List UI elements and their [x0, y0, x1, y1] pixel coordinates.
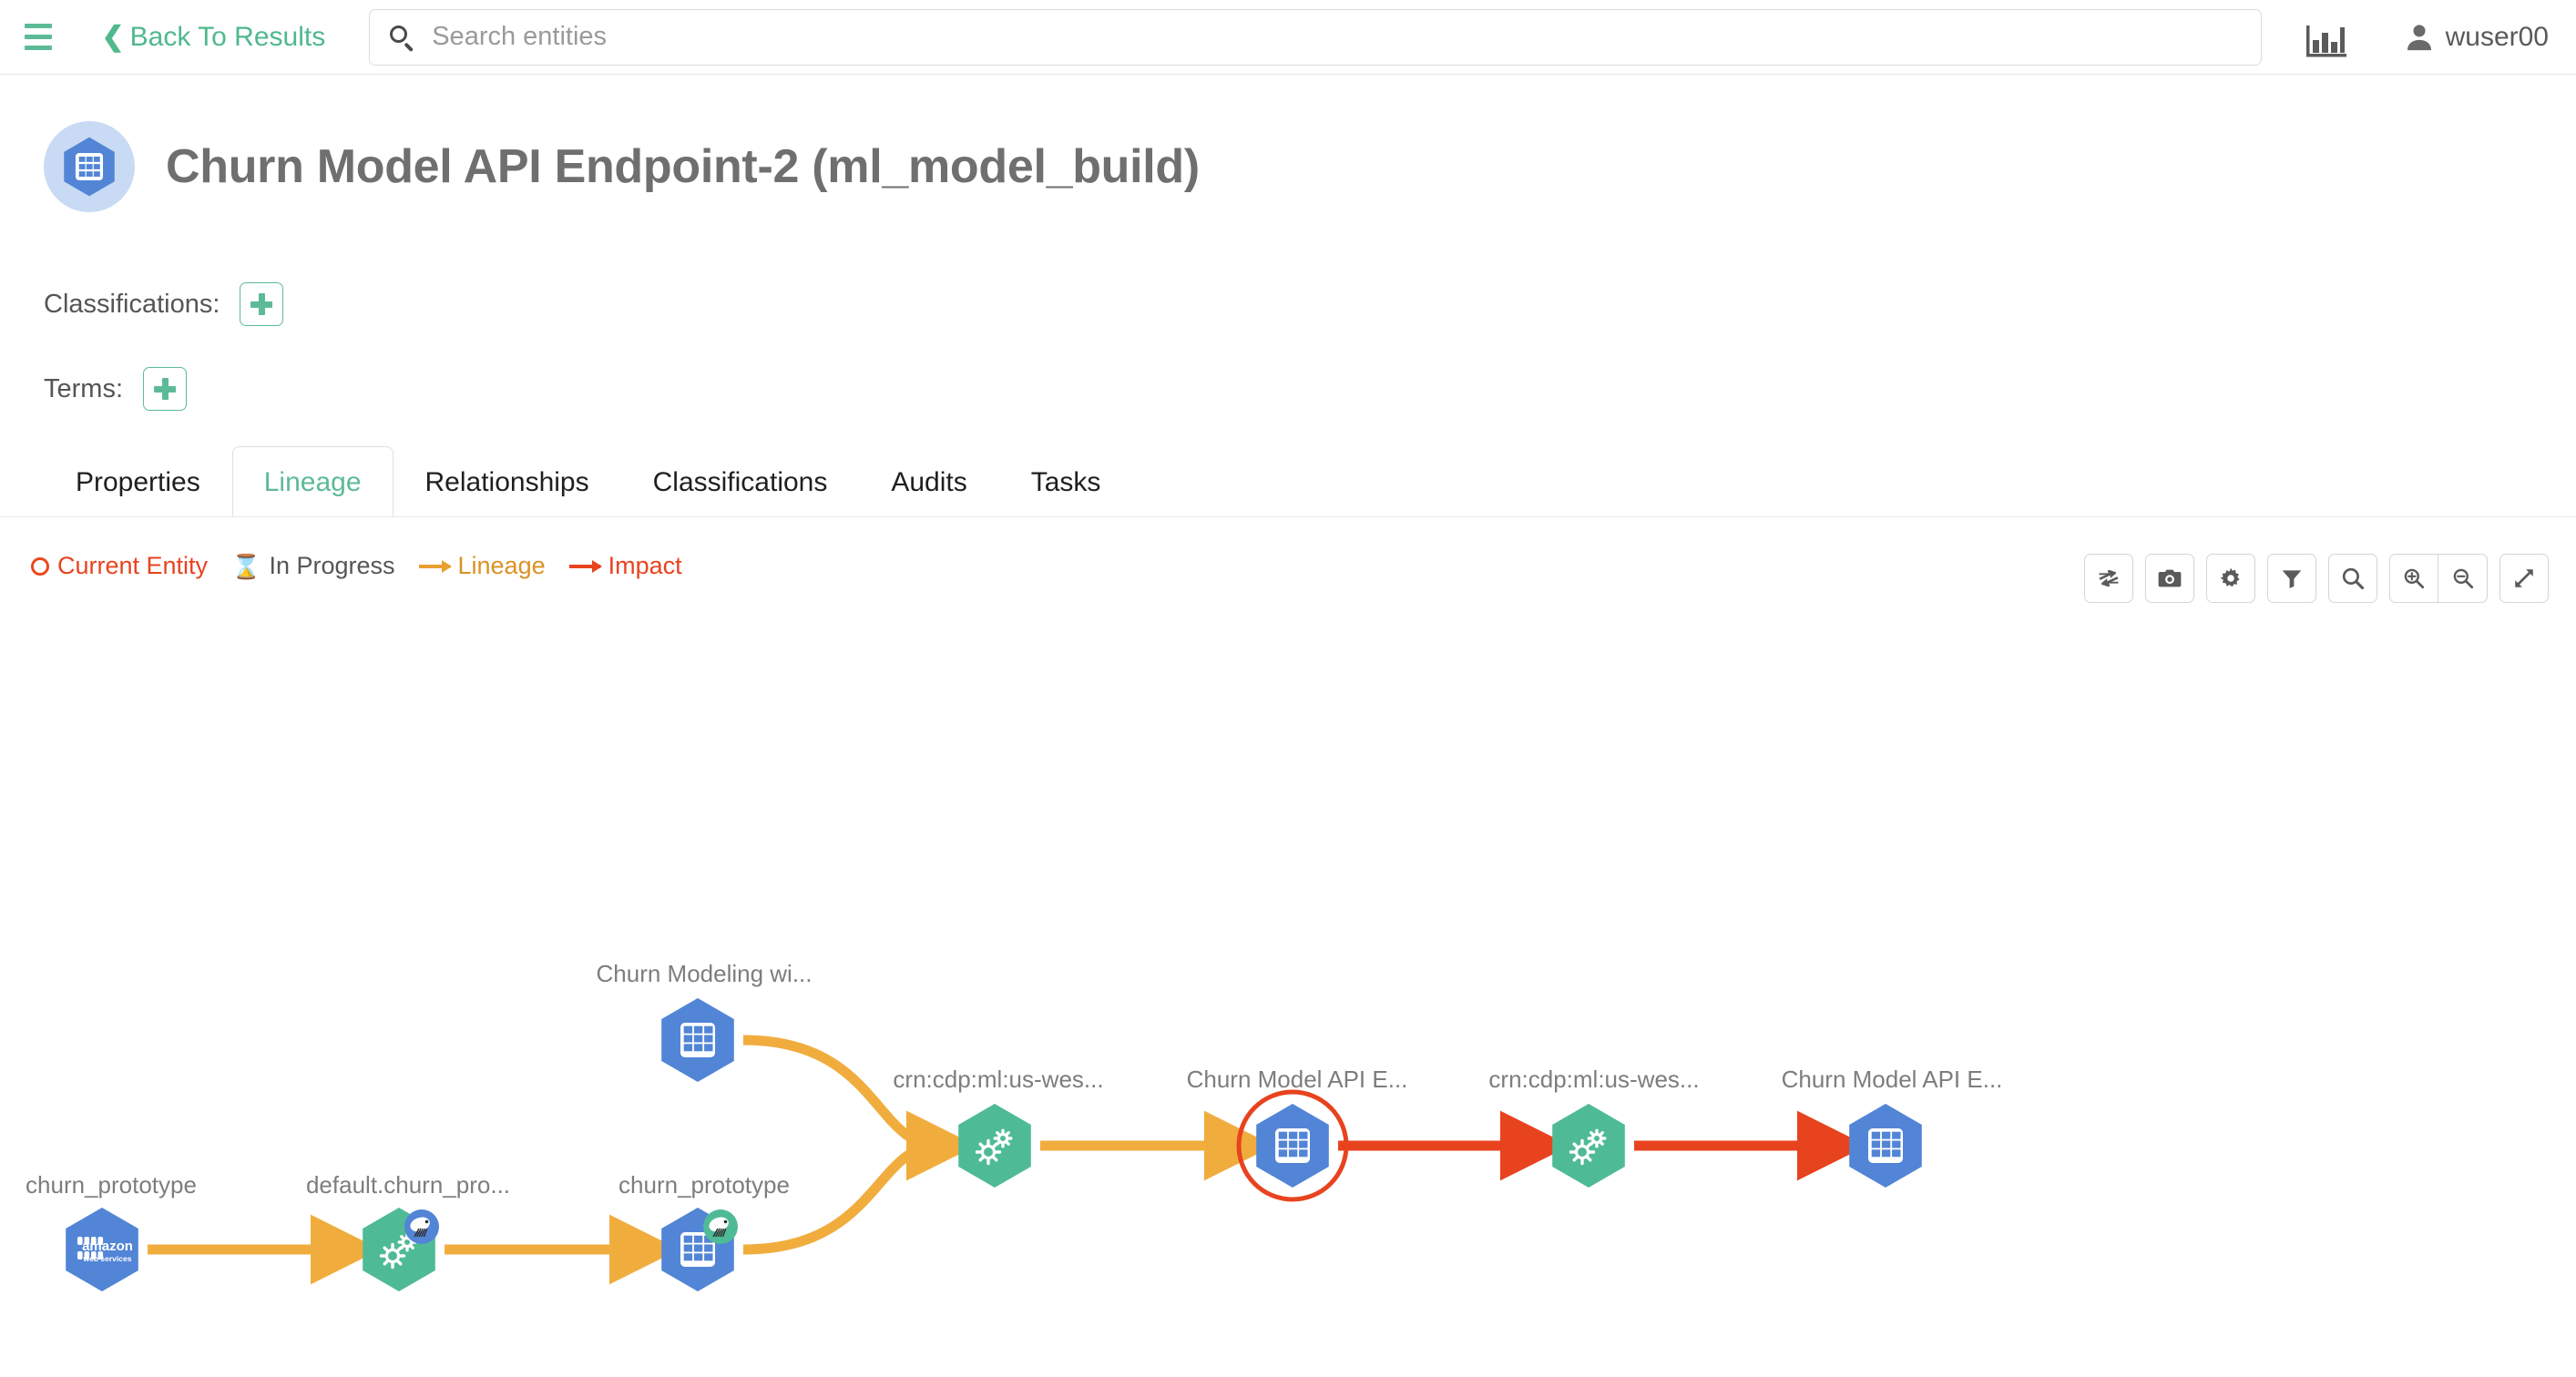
add-term-button[interactable] — [143, 367, 187, 411]
search-graph-button[interactable] — [2328, 554, 2377, 603]
lineage-node-label: crn:cdp:ml:us-wes... — [1488, 1066, 1700, 1093]
back-to-results-link[interactable]: ❮ Back To Results — [102, 22, 326, 53]
circle-outline-icon — [31, 556, 49, 576]
svg-text:amazon: amazon — [82, 1239, 133, 1254]
lineage-node-label: Churn Model API E... — [1781, 1066, 2003, 1093]
legend-current-entity: Current Entity — [31, 552, 208, 580]
legend-lineage: Lineage — [418, 552, 546, 580]
tab-classifications[interactable]: Classifications — [652, 466, 828, 497]
lineage-node-label: churn_prototype — [26, 1171, 197, 1198]
lineage-legend: Current Entity ⌛ In Progress Lineage Imp… — [31, 552, 682, 580]
filter-button[interactable] — [2267, 554, 2316, 603]
zoom-out-button[interactable] — [2438, 554, 2488, 603]
user-avatar-icon — [2407, 24, 2431, 50]
search-entities-box[interactable] — [369, 8, 2263, 66]
fullscreen-button[interactable] — [2499, 554, 2549, 603]
gear-icon — [2220, 567, 2240, 587]
bar-chart-icon[interactable] — [2302, 13, 2350, 62]
zoom-out-icon — [2453, 568, 2473, 589]
arrow-right-icon — [418, 559, 452, 573]
tab-relationships[interactable]: Relationships — [424, 466, 589, 497]
lineage-node[interactable] — [363, 1208, 439, 1291]
expand-arrows-icon — [2515, 569, 2533, 587]
entity-tabs: Properties Lineage Relationships Classif… — [44, 446, 1132, 517]
swap-lineage-direction-button[interactable] — [2084, 554, 2133, 603]
legend-impact-label: Impact — [608, 552, 682, 579]
tab-lineage[interactable]: Lineage — [231, 446, 394, 517]
filter-icon — [2282, 570, 2302, 588]
hexagon-table-icon — [64, 137, 115, 197]
entity-type-icon — [44, 121, 135, 212]
lineage-node[interactable] — [1849, 1104, 1922, 1188]
legend-lineage-label: Lineage — [457, 552, 546, 579]
legend-in-progress: ⌛ In Progress — [231, 552, 394, 580]
chevron-left-icon: ❮ — [101, 21, 125, 52]
lineage-node[interactable] — [1236, 1089, 1349, 1202]
magnifier-icon — [2342, 567, 2365, 590]
add-classification-button[interactable] — [240, 282, 284, 326]
lineage-node-label: crn:cdp:ml:us-wes... — [893, 1066, 1104, 1093]
search-input[interactable] — [430, 21, 2244, 53]
tab-audits[interactable]: Audits — [891, 466, 967, 497]
top-navigation-bar: ❮ Back To Results wuser00 — [0, 0, 2576, 75]
lineage-node-label: Churn Model API E... — [1186, 1066, 1408, 1093]
terms-row: Terms: — [44, 367, 187, 411]
tab-tasks[interactable]: Tasks — [1030, 466, 1101, 497]
page-title: Churn Model API Endpoint-2 (ml_model_bui… — [166, 140, 1200, 193]
swap-arrows-icon — [2099, 569, 2119, 587]
lineage-node-label: churn_prototype — [618, 1171, 790, 1198]
screenshot-button[interactable] — [2145, 554, 2194, 603]
hamburger-menu-icon[interactable] — [18, 17, 58, 57]
lineage-edges — [148, 1035, 1867, 1285]
search-icon — [388, 24, 415, 52]
lineage-graph-toolbar — [2084, 554, 2549, 603]
lineage-node[interactable] — [661, 1208, 738, 1291]
legend-current-entity-label: Current Entity — [57, 552, 209, 579]
lineage-node-label: default.churn_pro... — [305, 1171, 511, 1198]
legend-in-progress-label: In Progress — [269, 552, 395, 579]
lineage-node[interactable] — [661, 998, 734, 1082]
terms-label: Terms: — [44, 373, 123, 403]
user-name-label: wuser00 — [2445, 21, 2549, 52]
tab-properties[interactable]: Properties — [76, 466, 200, 497]
lineage-node[interactable] — [1552, 1104, 1625, 1188]
svg-text:web services: web services — [83, 1254, 132, 1263]
settings-button[interactable] — [2206, 554, 2255, 603]
zoom-in-button[interactable] — [2389, 554, 2438, 603]
user-menu[interactable]: wuser00 — [2404, 22, 2549, 53]
entity-header: Churn Model API Endpoint-2 (ml_model_bui… — [0, 117, 2576, 217]
lineage-edge-lineage — [742, 1035, 976, 1181]
camera-icon — [2158, 569, 2182, 587]
back-to-results-label: Back To Results — [129, 21, 326, 52]
classifications-row: Classifications: — [44, 282, 284, 326]
zoom-in-icon — [2404, 568, 2425, 589]
legend-impact: Impact — [568, 552, 682, 580]
arrow-right-icon — [568, 559, 602, 573]
lineage-node-label: Churn Modeling wi... — [596, 960, 813, 987]
classifications-label: Classifications: — [44, 289, 220, 319]
hourglass-icon: ⌛ — [231, 552, 261, 580]
lineage-node[interactable] — [958, 1104, 1031, 1188]
zoom-button-group — [2389, 554, 2488, 603]
tabs-divider — [0, 516, 2576, 517]
